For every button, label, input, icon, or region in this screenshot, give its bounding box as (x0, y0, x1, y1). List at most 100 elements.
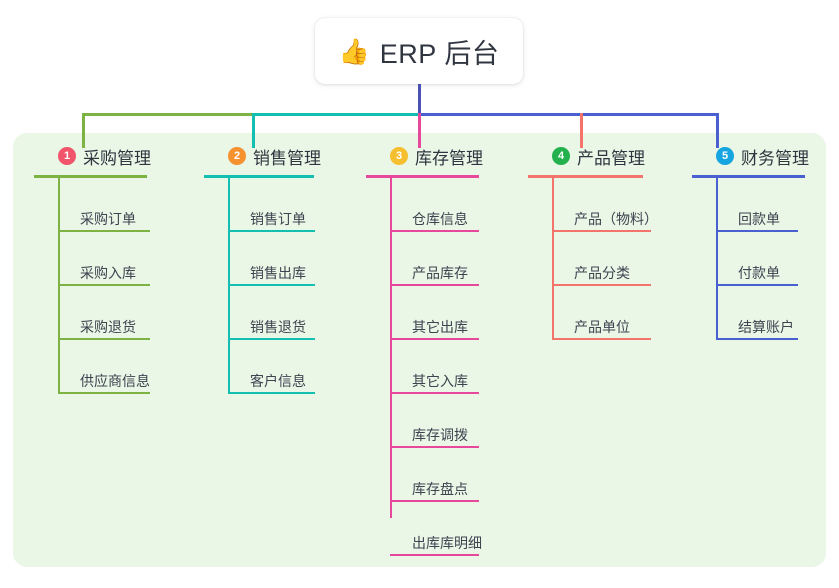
column-underline (366, 175, 479, 178)
leaf-item[interactable]: 仓库信息 (390, 178, 483, 232)
column-badge-2: 2 (228, 147, 246, 165)
column-underline (692, 175, 805, 178)
leaf-item[interactable]: 销售退货 (228, 286, 321, 340)
leaf-item[interactable]: 付款单 (716, 232, 809, 286)
leaf-item-label: 产品单位 (574, 319, 630, 335)
leaf-item-underline (390, 230, 479, 232)
leaf-item-label: 采购退货 (80, 319, 136, 335)
drop-line-col2 (252, 113, 255, 148)
column-badge-1: 1 (58, 147, 76, 165)
leaf-item[interactable]: 其它出库 (390, 286, 483, 340)
root-node-title: ERP 后台 (379, 38, 500, 69)
root-node-card[interactable]: 👍 ERP 后台 (315, 18, 523, 84)
leaf-item-underline (58, 284, 150, 286)
column-spine (390, 178, 392, 518)
column-items: 采购订单采购入库采购退货供应商信息 (34, 178, 151, 394)
column-title: 销售管理 (253, 148, 321, 168)
root-stem-line (418, 84, 421, 115)
column-badge-4: 4 (552, 147, 570, 165)
leaf-item-label: 付款单 (738, 265, 780, 281)
leaf-item-label: 销售出库 (250, 265, 306, 281)
leaf-item[interactable]: 销售订单 (228, 178, 321, 232)
column-title: 财务管理 (741, 148, 809, 168)
column-库存管理: 3 库存管理仓库信息产品库存其它出库其它入库库存调拨库存盘点出库库明细 (366, 143, 483, 556)
leaf-item-underline (716, 284, 798, 286)
column-header-2[interactable]: 2 销售管理 (204, 143, 321, 169)
column-header-4[interactable]: 4 产品管理 (528, 143, 658, 169)
leaf-item-label: 销售退货 (250, 319, 306, 335)
column-spine (228, 178, 230, 394)
leaf-item[interactable]: 采购退货 (58, 286, 151, 340)
leaf-item[interactable]: 结算账户 (716, 286, 809, 340)
column-header-5[interactable]: 5 财务管理 (692, 143, 809, 169)
leaf-item-label: 库存盘点 (412, 481, 468, 497)
leaf-item-underline (390, 392, 479, 394)
bus-segment-green (82, 113, 254, 116)
diagram-panel (13, 133, 826, 567)
leaf-item[interactable]: 产品库存 (390, 232, 483, 286)
leaf-item-underline (390, 284, 479, 286)
leaf-item-label: 采购入库 (80, 265, 136, 281)
leaf-item[interactable]: 采购订单 (58, 178, 151, 232)
leaf-item-label: 产品库存 (412, 265, 468, 281)
column-产品管理: 4 产品管理产品（物料） 产品分类产品单位 (528, 143, 658, 340)
leaf-item[interactable]: 库存盘点 (390, 448, 483, 502)
column-spine (58, 178, 60, 394)
leaf-item[interactable]: 回款单 (716, 178, 809, 232)
column-underline (204, 175, 314, 178)
leaf-item-underline (390, 338, 479, 340)
column-badge-3: 3 (390, 147, 408, 165)
leaf-item[interactable]: 产品分类 (552, 232, 658, 286)
leaf-item[interactable]: 客户信息 (228, 340, 321, 394)
column-spine (552, 178, 554, 340)
leaf-item[interactable]: 其它入库 (390, 340, 483, 394)
leaf-item-underline (390, 554, 479, 556)
leaf-item-label: 其它出库 (412, 319, 468, 335)
leaf-item-underline (228, 284, 315, 286)
column-title: 产品管理 (577, 148, 645, 168)
column-header-3[interactable]: 3 库存管理 (366, 143, 483, 169)
leaf-item-label: 其它入库 (412, 373, 468, 389)
column-underline (528, 175, 643, 178)
leaf-item[interactable]: 采购入库 (58, 232, 151, 286)
leaf-item[interactable]: 出库库明细 (390, 502, 483, 556)
leaf-item-underline (552, 284, 651, 286)
leaf-item-label: 回款单 (738, 211, 780, 227)
leaf-item-label: 结算账户 (738, 319, 794, 335)
bus-segment-teal (252, 113, 420, 116)
leaf-item[interactable]: 产品（物料） (552, 178, 658, 232)
drop-line-col4 (580, 113, 583, 148)
leaf-item-label: 客户信息 (250, 373, 306, 389)
leaf-item[interactable]: 销售出库 (228, 232, 321, 286)
drop-line-col3 (418, 113, 421, 148)
column-spine (716, 178, 718, 340)
leaf-item-label: 产品（物料） (574, 211, 658, 227)
leaf-item[interactable]: 库存调拨 (390, 394, 483, 448)
leaf-item-label: 采购订单 (80, 211, 136, 227)
leaf-item-underline (552, 338, 651, 340)
bus-segment-blue (418, 113, 719, 116)
column-销售管理: 2 销售管理销售订单销售出库销售退货客户信息 (204, 143, 321, 394)
column-underline (34, 175, 147, 178)
leaf-item-label: 销售订单 (250, 211, 306, 227)
leaf-item-label: 库存调拨 (412, 427, 468, 443)
leaf-item-label: 出库库明细 (412, 535, 482, 551)
leaf-item-underline (552, 230, 651, 232)
column-badge-5: 5 (716, 147, 734, 165)
leaf-item-underline (390, 446, 479, 448)
drop-line-col5 (716, 113, 719, 148)
column-title: 库存管理 (415, 148, 483, 168)
column-items: 仓库信息产品库存其它出库其它入库库存调拨库存盘点出库库明细 (366, 178, 483, 556)
column-items: 产品（物料） 产品分类产品单位 (528, 178, 658, 340)
leaf-item-label: 仓库信息 (412, 211, 468, 227)
leaf-item[interactable]: 供应商信息 (58, 340, 151, 394)
leaf-item-underline (228, 392, 315, 394)
column-items: 销售订单销售出库销售退货客户信息 (204, 178, 321, 394)
leaf-item-underline (716, 338, 798, 340)
leaf-item[interactable]: 产品单位 (552, 286, 658, 340)
leaf-item-underline (58, 230, 150, 232)
leaf-item-underline (58, 338, 150, 340)
leaf-item-underline (228, 338, 315, 340)
